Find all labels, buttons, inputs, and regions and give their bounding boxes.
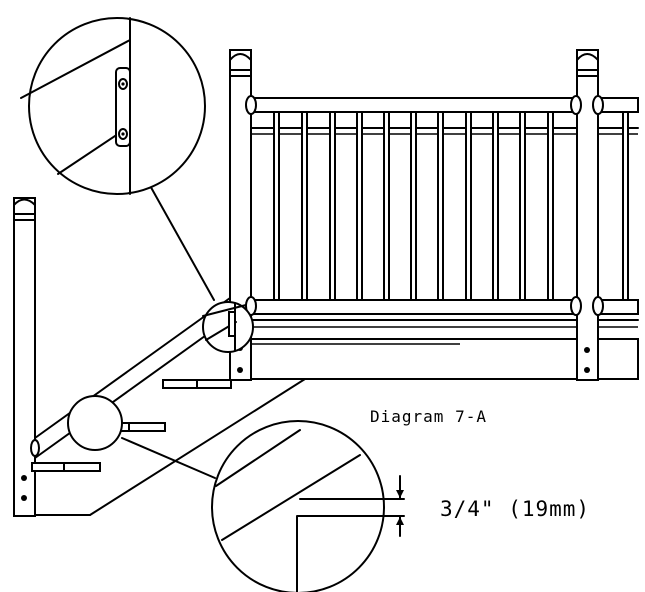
baluster	[437, 111, 444, 301]
main-post-left	[229, 49, 257, 381]
baluster	[519, 111, 526, 301]
stair-post	[13, 197, 40, 517]
stair-handrail	[34, 297, 231, 459]
stair-treads	[31, 379, 232, 472]
bracket-detail-callout	[20, 17, 254, 353]
baluster	[410, 111, 417, 301]
baluster	[301, 111, 308, 301]
baluster	[273, 111, 280, 301]
baluster	[383, 111, 390, 301]
diagram-title: Diagram 7-A	[370, 407, 487, 426]
baluster	[547, 111, 554, 301]
stair-stringer-bottom	[89, 378, 306, 516]
baluster	[329, 111, 336, 301]
baluster	[465, 111, 472, 301]
tread-gap-detail-callout	[67, 395, 405, 592]
baluster	[356, 111, 363, 301]
balusters	[273, 111, 629, 301]
baluster	[622, 111, 629, 301]
gap-dimension-label: 3/4" (19mm)	[440, 497, 590, 521]
railing-section	[229, 49, 639, 381]
main-post-right	[570, 49, 604, 381]
bottom-rail	[243, 299, 639, 380]
dimension-marker	[396, 475, 404, 537]
baluster	[492, 111, 499, 301]
